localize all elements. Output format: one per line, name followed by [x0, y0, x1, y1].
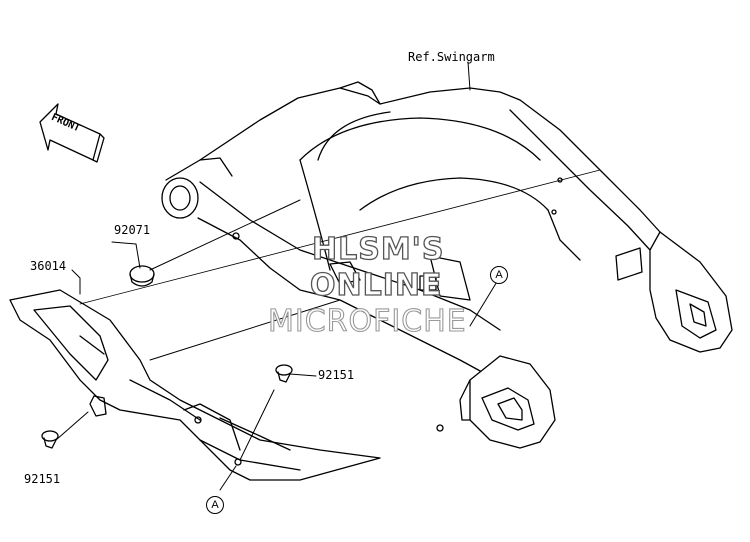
watermark-line2: ONLINE	[309, 268, 443, 303]
label-part-92151-right: 92151	[318, 368, 355, 382]
front-arrow-icon	[39, 103, 105, 163]
grommet-92071	[129, 265, 155, 287]
bolt-92151-left	[41, 430, 59, 449]
watermark-line3: MICROFICHE	[267, 304, 467, 339]
label-part-36014: 36014	[30, 259, 67, 273]
label-part-92151-left: 92151	[24, 472, 61, 486]
callout-a-upper: A	[490, 266, 508, 284]
label-part-92071: 92071	[114, 223, 151, 237]
swingarm-body	[161, 81, 733, 449]
bolt-92151-right	[275, 364, 293, 383]
label-ref-swingarm: Ref.Swingarm	[408, 50, 495, 64]
leader-lines	[55, 61, 601, 491]
watermark-line1: HLSM'S	[311, 232, 445, 267]
chain-guard	[9, 289, 381, 481]
callout-a-lower: A	[206, 496, 224, 514]
